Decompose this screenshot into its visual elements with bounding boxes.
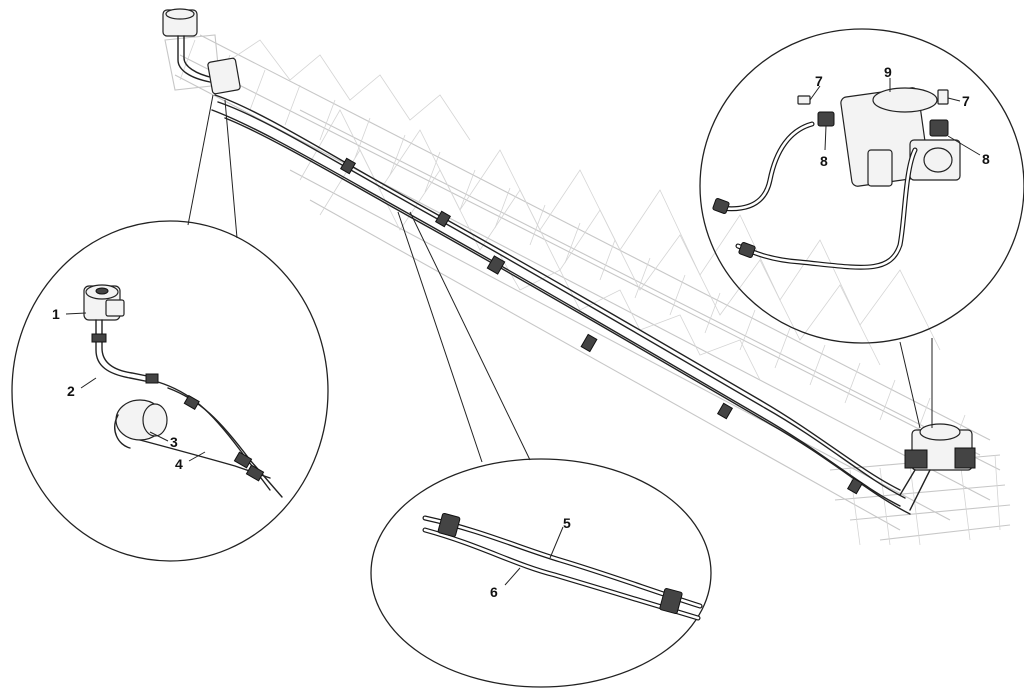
callout-1: 1 bbox=[52, 306, 60, 322]
callout-8-right: 8 bbox=[982, 151, 990, 167]
main-tube-bundle bbox=[211, 94, 911, 515]
callout-5: 5 bbox=[563, 515, 571, 531]
detail-view-top-right: 7 7 8 8 9 bbox=[699, 28, 1024, 429]
callout-6: 6 bbox=[490, 584, 498, 600]
callout-7-left: 7 bbox=[815, 73, 823, 89]
rear-cylinder-on-frame bbox=[899, 423, 976, 511]
callout-3: 3 bbox=[170, 434, 178, 450]
chassis-frame bbox=[164, 34, 1011, 546]
master-cylinder-part bbox=[840, 87, 961, 187]
reservoir-part bbox=[83, 284, 125, 321]
callout-2: 2 bbox=[67, 383, 75, 399]
callout-8-left: 8 bbox=[820, 153, 828, 169]
detail-view-bottom: 5 6 bbox=[370, 211, 712, 688]
callout-7-right: 7 bbox=[962, 93, 970, 109]
tube-clamps bbox=[339, 157, 864, 495]
callout-4: 4 bbox=[175, 456, 183, 472]
callout-9: 9 bbox=[884, 64, 892, 80]
detail-view-left: 1 2 3 4 bbox=[11, 94, 329, 562]
front-reservoir-on-frame bbox=[162, 8, 241, 95]
